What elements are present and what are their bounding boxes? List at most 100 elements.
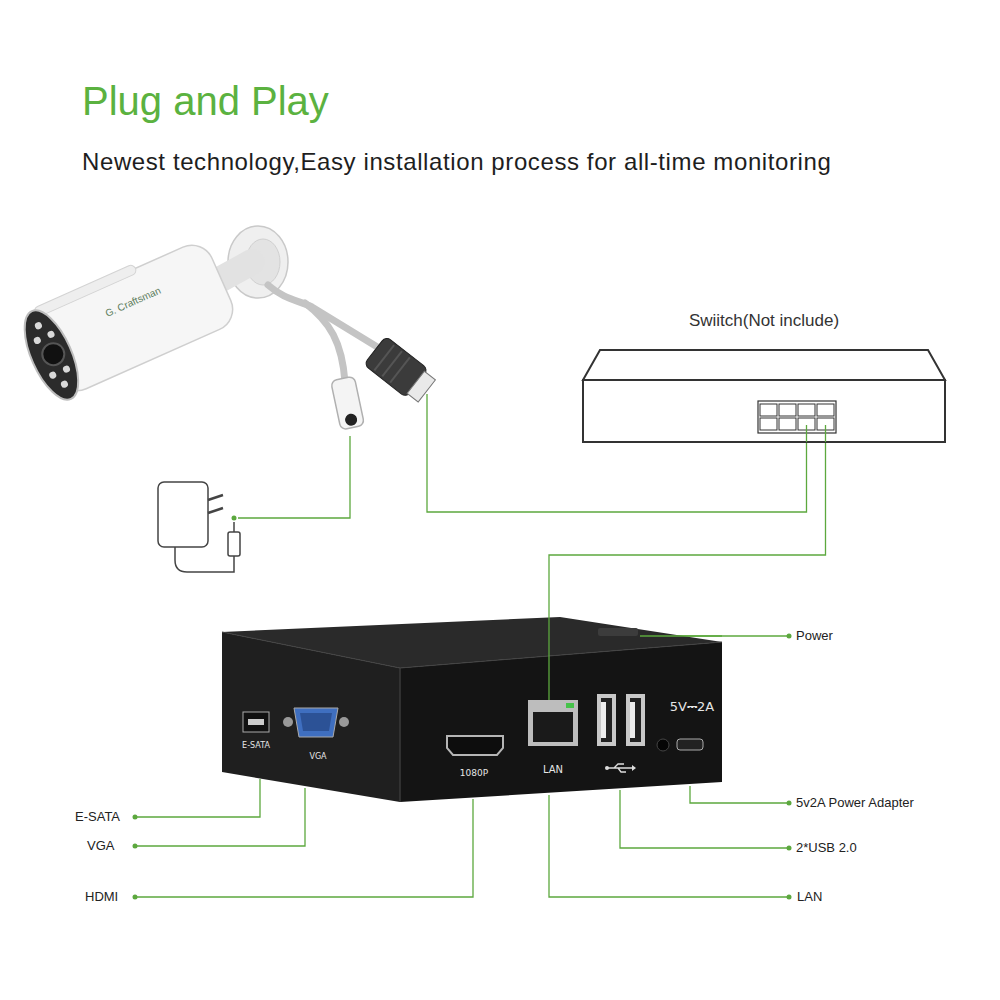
adapter-plug-tip xyxy=(233,522,235,532)
callout-label: HDMI xyxy=(85,890,118,905)
switch-port xyxy=(779,404,796,416)
port-label: LAN xyxy=(543,764,563,776)
power-rating: 5V⎓2A xyxy=(670,700,714,715)
usb-port-inner xyxy=(601,698,612,742)
vga-port xyxy=(294,708,338,737)
usb-port xyxy=(626,694,645,746)
hdmi-port xyxy=(447,736,503,755)
switch-front-face xyxy=(583,380,945,442)
leader-line xyxy=(137,799,473,897)
ir-led xyxy=(33,336,42,345)
callout-label: Power xyxy=(796,629,833,644)
camera-cable xyxy=(268,285,392,356)
switch-node: Swiitch(Not include) xyxy=(583,300,945,442)
ir-led xyxy=(62,364,71,373)
callout-label: 5v2A Power Adapter xyxy=(796,796,914,811)
rj45-rib xyxy=(390,357,410,382)
callout-label: E-SATA xyxy=(75,810,120,825)
switch-port xyxy=(760,404,777,416)
network-stub xyxy=(825,425,826,442)
nvr-edge xyxy=(400,642,722,668)
network-stub xyxy=(548,612,549,700)
adapter-cord xyxy=(175,547,234,572)
leader-dot xyxy=(232,516,237,521)
switch-port xyxy=(779,418,796,430)
page-title: Plug and Play xyxy=(82,78,329,124)
leader-dot xyxy=(787,634,792,639)
switch-port xyxy=(798,404,815,416)
usb-port xyxy=(597,694,616,746)
leader-dot xyxy=(787,895,792,900)
rj45-socket xyxy=(407,371,435,402)
ir-led xyxy=(34,321,43,330)
leader-line xyxy=(640,635,788,636)
ir-led xyxy=(46,330,55,339)
nvr-node: E-SATA VGA 1080P LAN 5V⎓2A xyxy=(222,612,724,802)
lan-led xyxy=(566,703,574,708)
leader-line xyxy=(137,788,305,846)
leader-dot xyxy=(133,815,138,820)
leader-dot xyxy=(787,801,792,806)
power-adapter xyxy=(158,482,208,547)
reset-hole xyxy=(657,739,669,751)
usb-symbol-dot xyxy=(605,766,609,770)
network-stub xyxy=(806,425,807,442)
callout-label: 2*USB 2.0 xyxy=(796,841,857,856)
usb-tongue xyxy=(630,702,635,738)
nvr-front-face xyxy=(400,642,722,802)
brand-label: G. Craftsman xyxy=(103,285,162,320)
leader-line xyxy=(137,779,260,817)
vga-screw xyxy=(283,717,293,727)
dc-jack xyxy=(331,376,365,430)
camera-body-group xyxy=(13,234,241,407)
adapter-plug xyxy=(228,532,240,556)
network-stub xyxy=(426,394,427,405)
camera-cable xyxy=(305,303,345,382)
leader-line xyxy=(690,786,788,803)
nvr-edge xyxy=(222,632,400,668)
leader-line xyxy=(620,790,788,848)
leader-dot xyxy=(133,844,138,849)
dc-jack-body xyxy=(331,376,365,430)
connector-line xyxy=(549,442,826,612)
adapter-prong xyxy=(208,495,223,513)
port-label: 1080P xyxy=(460,768,488,778)
leader-dot xyxy=(133,895,138,900)
callout-label: LAN xyxy=(797,890,822,905)
usb-symbol xyxy=(608,764,632,772)
usb-symbol-head xyxy=(632,765,636,771)
switch-heading: Swiitch(Not include) xyxy=(689,311,839,331)
switch-port xyxy=(817,404,834,416)
switch-top-face xyxy=(583,350,945,380)
callout-label: VGA xyxy=(87,839,114,854)
switch-port-panel xyxy=(758,401,836,433)
leader-line xyxy=(549,795,788,897)
lan-port xyxy=(528,700,578,746)
camera-node: G. Craftsman xyxy=(20,225,430,405)
leader-dot xyxy=(787,846,792,851)
power-wire xyxy=(238,436,350,518)
port-label: VGA xyxy=(309,752,326,761)
lan-port-inner xyxy=(533,712,573,742)
esata-port-inner xyxy=(248,719,264,725)
usb-tongue xyxy=(601,702,606,738)
ir-led xyxy=(48,371,57,380)
esata-port xyxy=(243,712,269,732)
rj45-connector xyxy=(364,336,438,405)
switch-port xyxy=(760,418,777,430)
nvr-edge xyxy=(399,668,401,802)
power-button xyxy=(598,628,638,636)
dc-jack-hole xyxy=(344,413,358,427)
camera-lens xyxy=(39,340,68,369)
camera-front xyxy=(14,303,90,407)
nvr-left-face xyxy=(222,632,400,802)
usb-port-inner xyxy=(630,698,641,742)
subtitle: Newest technology,Easy installation proc… xyxy=(82,148,831,176)
leader-line xyxy=(640,635,722,636)
vga-screw xyxy=(339,717,349,727)
vga-port-inner xyxy=(300,713,332,731)
ir-led xyxy=(60,380,69,389)
power-port xyxy=(677,739,703,750)
port-label: E-SATA xyxy=(242,741,270,750)
